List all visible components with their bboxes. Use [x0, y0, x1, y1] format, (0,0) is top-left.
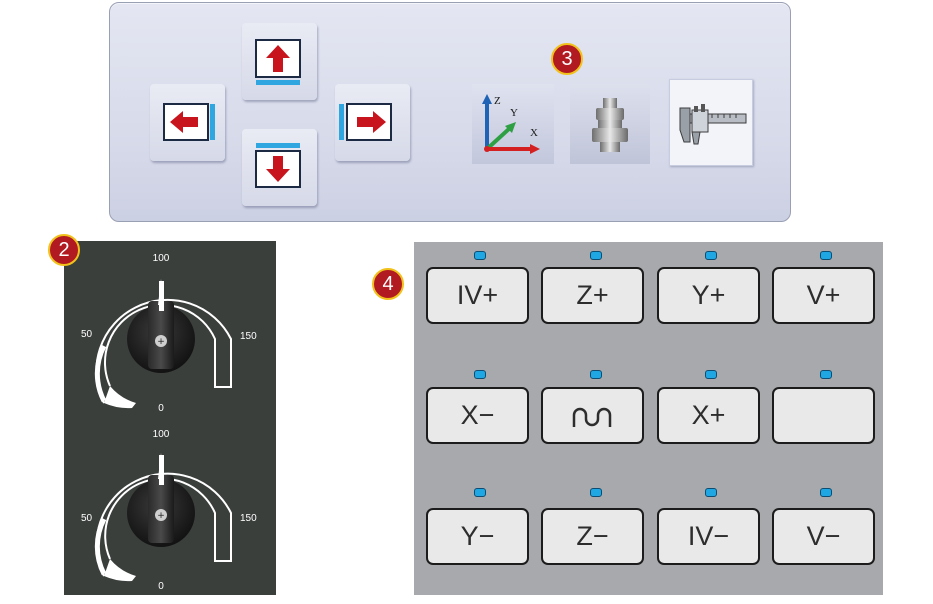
axis-label-x: X [530, 127, 538, 139]
jog-up-button[interactable] [242, 23, 317, 100]
dial-1-label-0: 0 [158, 403, 164, 414]
dial-1-label-50: 50 [81, 329, 93, 340]
axis-label-y: Y [510, 107, 518, 119]
dial-2-label-150: 150 [240, 513, 257, 524]
key-z-plus[interactable]: Z+ [541, 267, 644, 324]
dial-2-label-50: 50 [81, 513, 93, 524]
key-z-minus[interactable]: Z− [541, 508, 644, 565]
key-blank[interactable] [772, 387, 875, 444]
xyz-axes-icon: Z Y X [472, 84, 554, 164]
key-led [705, 251, 717, 260]
jog-panel: Z Y X [103, 0, 797, 228]
feed-override-dial[interactable]: + 100 50 150 0 [81, 253, 257, 414]
arrow-up-icon [255, 39, 301, 85]
key-led [590, 251, 602, 260]
dial-1-label-100: 100 [153, 253, 170, 264]
arrow-right-icon [339, 103, 392, 141]
caliper-button[interactable] [669, 79, 753, 166]
key-iv-plus[interactable]: IV+ [426, 267, 529, 324]
svg-text:+: + [157, 337, 165, 347]
jog-left-button[interactable] [150, 84, 225, 161]
axis-label-z: Z [494, 95, 501, 107]
spindle-override-dial[interactable]: + 100 50 150 0 [81, 429, 257, 592]
arrow-down-icon [255, 143, 301, 188]
key-led [820, 251, 832, 260]
key-led [820, 488, 832, 497]
jog-down-button[interactable] [242, 129, 317, 206]
override-dials: + 100 50 150 0 + 100 50 150 0 [81, 253, 257, 592]
key-v-minus[interactable]: V− [772, 508, 875, 565]
svg-text:+: + [157, 511, 165, 521]
key-led [474, 488, 486, 497]
key-led [590, 488, 602, 497]
section-badge-dials: 2 [48, 234, 80, 266]
tool-probe-button[interactable] [570, 84, 650, 164]
key-y-plus[interactable]: Y+ [657, 267, 760, 324]
key-led [705, 370, 717, 379]
key-led [474, 370, 486, 379]
key-led [590, 370, 602, 379]
section-badge-keypad: 4 [372, 268, 404, 300]
key-x-minus[interactable]: X− [426, 387, 529, 444]
key-led [705, 488, 717, 497]
axis-keypad: IV+ Z+ Y+ V+ X− X+ Y− Z− IV− V− [414, 242, 883, 595]
key-x-plus[interactable]: X+ [657, 387, 760, 444]
key-led [474, 251, 486, 260]
jog-panel-frame: Z Y X [109, 2, 791, 222]
coordinate-system-button[interactable]: Z Y X [472, 84, 554, 164]
override-dial-panel: + 100 50 150 0 + 100 50 150 0 [64, 241, 276, 595]
tool-probe-icon [570, 84, 650, 164]
dial-2-label-100: 100 [153, 429, 170, 440]
key-iv-minus[interactable]: IV− [657, 508, 760, 565]
key-y-minus[interactable]: Y− [426, 508, 529, 565]
arrow-left-icon [163, 103, 215, 141]
dial-2-label-0: 0 [158, 581, 164, 592]
jog-right-button[interactable] [335, 84, 410, 161]
key-v-plus[interactable]: V+ [772, 267, 875, 324]
rapid-wave-icon [572, 407, 611, 427]
dial-1-label-150: 150 [240, 331, 257, 342]
section-badge-tools: 3 [551, 43, 583, 75]
caliper-icon [679, 104, 747, 145]
key-led [820, 370, 832, 379]
key-rapid[interactable] [541, 387, 644, 444]
